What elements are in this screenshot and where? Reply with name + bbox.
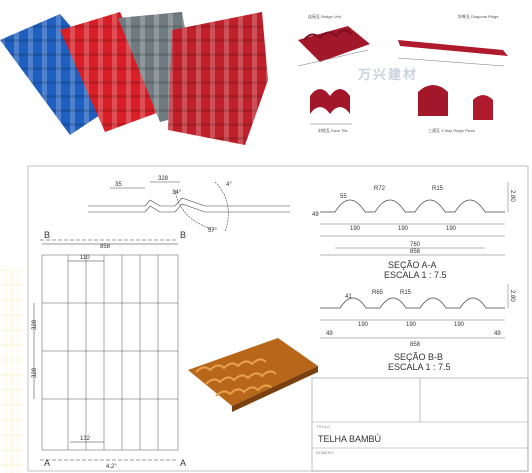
angle-42: 4.2° xyxy=(106,464,117,470)
dim-132: 132 xyxy=(80,436,91,442)
dim-35: 35 xyxy=(115,182,122,188)
accessories-image xyxy=(297,26,508,125)
accessory-label-2: 斜脊瓦 Diagonal Ridge xyxy=(458,14,499,19)
product-photo xyxy=(0,0,268,160)
dim-r15-bb: R15 xyxy=(400,290,412,296)
section-bb-profile xyxy=(320,284,509,339)
three-way-ridge-piece xyxy=(418,85,493,120)
dim-190-bb-3: 190 xyxy=(454,322,465,328)
section-mark-a-left: A xyxy=(44,458,50,468)
accessory-label-1: 连接瓦 Bridge Unit xyxy=(308,14,341,19)
accessory-label-4: 三通瓦 3 Way Ridge Piece xyxy=(428,128,475,133)
bridge-unit-piece xyxy=(297,26,370,67)
number-label: NÚMERO xyxy=(316,450,334,455)
tile-sheets-image xyxy=(0,12,268,145)
dim-858-bb: 858 xyxy=(410,342,421,348)
dim-r72: R72 xyxy=(374,186,386,192)
dim-280-bb: 2.80 xyxy=(509,290,515,302)
dim-280-aa: 2.80 xyxy=(509,190,515,202)
diagonal-ridge-piece xyxy=(397,40,508,67)
section-mark-b-left: B xyxy=(44,230,50,240)
dark-red-tile-sheet xyxy=(168,12,268,145)
title-block xyxy=(311,377,529,472)
drawing-sheet: 35 328 34° 4° 57° 858 110 328 328 132 4.… xyxy=(0,165,529,473)
angle-4: 4° xyxy=(226,182,232,188)
title-label: TÍTULO xyxy=(316,424,330,429)
accessories-catalog: 连接瓦 Bridge Unit 斜脊瓦 Diagonal Ridge 封檐瓦 E… xyxy=(268,0,532,160)
section-bb-title: SEÇÃO B-B xyxy=(394,352,443,362)
watermark: 万兴建材 xyxy=(358,67,419,82)
dim-190-bb-2: 190 xyxy=(406,322,417,328)
dim-328-plan-upper: 328 xyxy=(32,319,38,330)
dim-49-bb-right: 49 xyxy=(494,331,501,337)
red-tile-sheet xyxy=(60,12,165,132)
sheet-border xyxy=(27,165,529,472)
accessory-label-3: 封檐瓦 Eave Tile xyxy=(318,128,348,133)
section-aa-scale: ESCALA 1 : 7.5 xyxy=(384,270,447,280)
dim-190-aa-2: 190 xyxy=(398,226,409,232)
tile-3d-render xyxy=(188,338,318,412)
technical-drawing: 35 328 34° 4° 57° 858 110 328 328 132 4.… xyxy=(0,160,532,473)
dim-760: 760 xyxy=(410,242,421,248)
dim-41: 41 xyxy=(345,294,352,300)
top-profile-view xyxy=(88,181,290,233)
dim-49-bb-left: 49 xyxy=(326,331,333,337)
dim-190-aa-3: 190 xyxy=(446,226,457,232)
section-mark-b-right: B xyxy=(180,230,186,240)
dim-r15-aa: R15 xyxy=(432,186,444,192)
dim-55: 55 xyxy=(340,194,347,200)
dim-110: 110 xyxy=(80,255,90,261)
section-mark-a-right: A xyxy=(180,458,186,468)
angle-57: 57° xyxy=(208,228,218,234)
section-aa-profile xyxy=(320,182,509,256)
dim-858-plan: 858 xyxy=(100,244,111,250)
dim-r65: R65 xyxy=(372,290,384,296)
section-aa-title: SEÇÃO A-A xyxy=(388,260,437,270)
dim-328-top: 328 xyxy=(158,176,169,182)
drawing-title: TELHA BAMBÚ xyxy=(318,434,381,444)
dim-328-plan-lower: 328 xyxy=(32,367,38,378)
eave-tile-piece xyxy=(310,89,352,125)
plan-view xyxy=(33,239,179,461)
section-bb-scale: ESCALA 1 : 7.5 xyxy=(388,362,451,372)
dim-190-bb-1: 190 xyxy=(358,322,369,328)
dim-858-aa: 858 xyxy=(410,249,421,255)
dim-190-aa-1: 190 xyxy=(350,226,361,232)
margin-grid xyxy=(0,269,24,473)
dim-49-aa: 49 xyxy=(312,212,319,218)
angle-34: 34° xyxy=(172,190,182,196)
